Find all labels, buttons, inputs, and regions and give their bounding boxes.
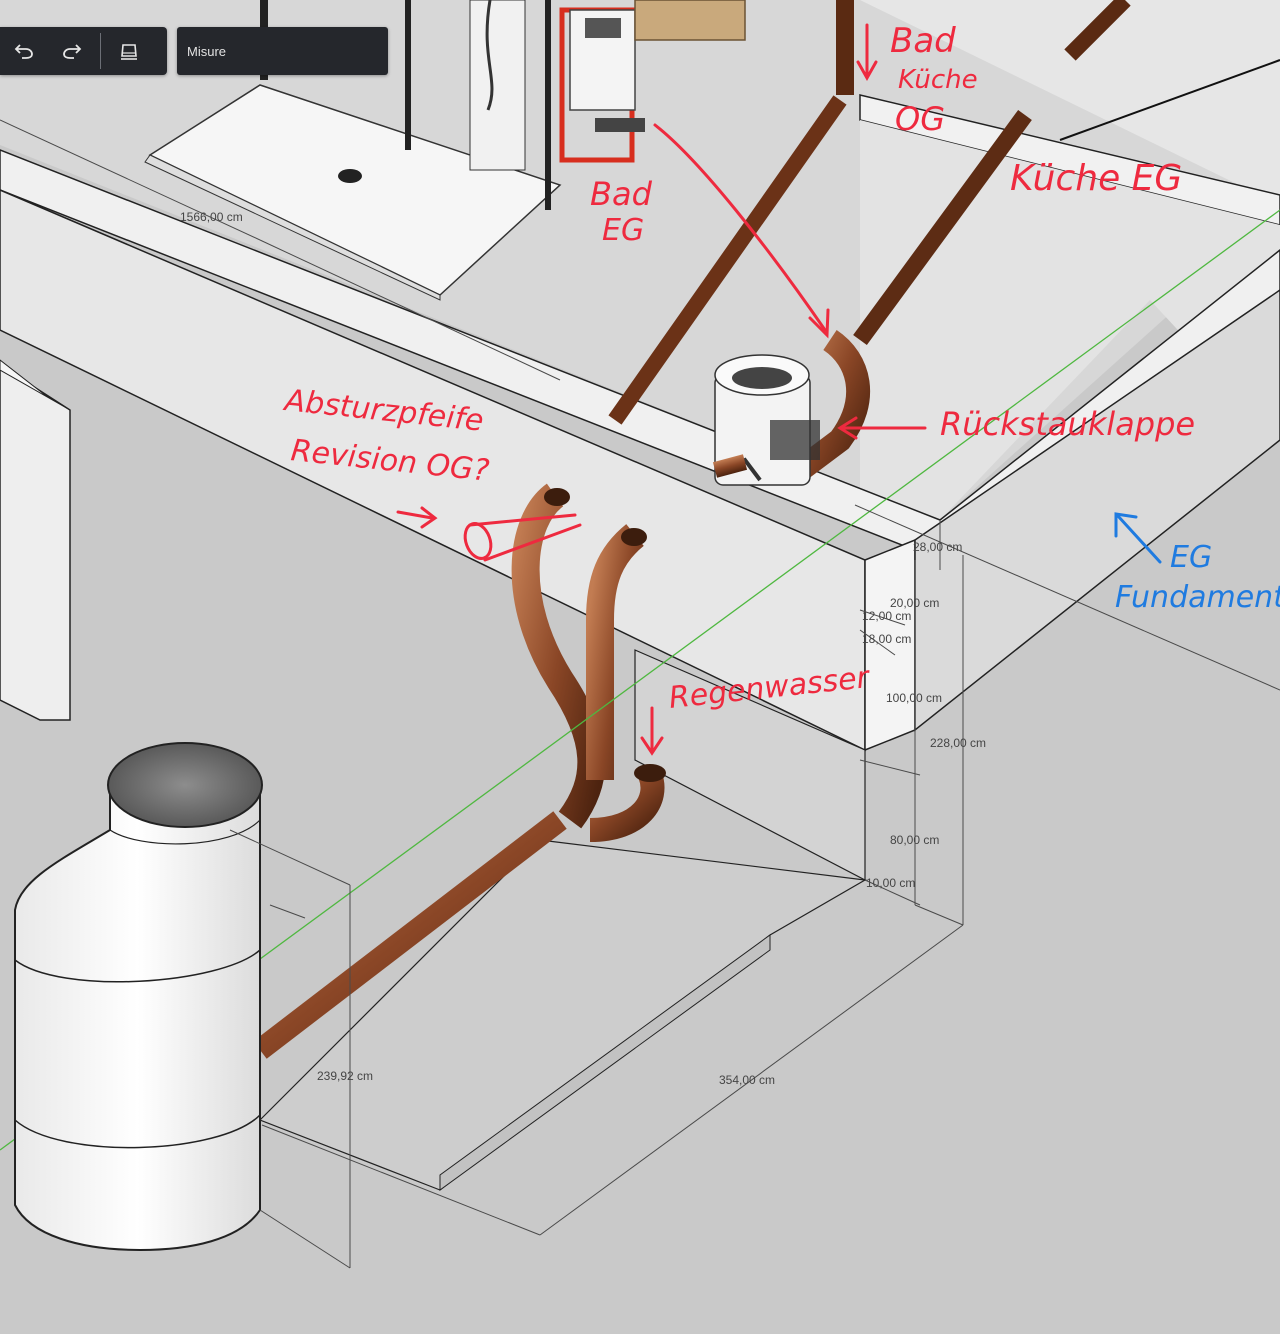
redo-icon	[63, 44, 82, 59]
dim-354: 354,00 cm	[719, 1073, 775, 1087]
pipe-kueche-eg	[853, 109, 1032, 346]
pipe-rain-inlet	[589, 770, 665, 842]
measurements-box[interactable]: Misure	[177, 27, 388, 75]
shower-glass-right	[545, 0, 551, 210]
right-wall-top	[859, 94, 1280, 226]
note-eg-fundamente-1: EG	[1170, 540, 1212, 575]
dim-228: 228,00 cm	[930, 736, 986, 750]
toolbar-separator	[100, 33, 101, 69]
dim-239: 239,92 cm	[317, 1069, 373, 1083]
pipe-fall-right-cap	[621, 528, 647, 546]
wc-flush-plate	[585, 18, 621, 38]
undo-icon	[14, 44, 33, 59]
note-bad-eg-2: EG	[602, 213, 644, 248]
dimension-lines	[0, 119, 1280, 1269]
pipe-fitting-cluster	[792, 330, 871, 480]
pipe-valve-outlet	[712, 454, 748, 478]
dim-1566: 1566,00 cm	[180, 210, 243, 224]
dim-12: 12,00 cm	[862, 609, 911, 623]
foundation-step	[439, 934, 771, 1191]
left-wall-block	[0, 364, 71, 721]
blue-annotation: EG Fundamente	[1115, 540, 1280, 615]
note-eg-fundamente-2: Fundamente	[1115, 580, 1280, 615]
left-wall-top	[0, 359, 71, 411]
note-bad-kueche-og-3: OG	[895, 100, 945, 138]
blue-arrow	[1114, 512, 1162, 564]
pipe-main-collector	[253, 811, 567, 1059]
pipe-rain-cap	[634, 764, 666, 782]
right-strip	[860, 0, 1280, 205]
toolbar	[0, 27, 167, 75]
note-rueckstauklappe: Rückstauklappe	[940, 405, 1195, 443]
shower-tray-side	[144, 154, 441, 301]
eraser-icon	[121, 44, 137, 60]
undo-button[interactable]	[0, 27, 48, 75]
cistern-tank	[14, 742, 263, 1252]
eraser-button[interactable]	[105, 27, 153, 75]
shower-drain-icon	[338, 169, 362, 183]
box	[634, 0, 746, 41]
red-arrows	[396, 23, 927, 756]
dim-100: 100,00 cm	[886, 691, 942, 705]
shower-hose	[485, 0, 494, 111]
note-kueche-eg: Küche EG	[1010, 158, 1182, 199]
right-wall-face	[860, 120, 1280, 520]
dim-10: 10,00 cm	[866, 876, 915, 890]
shower-glass-mid	[405, 0, 411, 150]
note-bad-kueche-og-1: Bad	[890, 21, 956, 61]
dim-80: 80,00 cm	[890, 833, 939, 847]
pipe-fall-left-cap	[544, 488, 570, 506]
note-bad-eg-1: Bad	[590, 175, 653, 213]
dim-28: 28,00 cm	[913, 540, 962, 554]
redo-button[interactable]	[48, 27, 96, 75]
dim-18: 18,00 cm	[862, 632, 911, 646]
pipe-og-diagonal	[608, 95, 847, 425]
note-bad-kueche-og-2: Küche	[898, 65, 978, 95]
edge-line	[1059, 59, 1280, 141]
dim-20: 20,00 cm	[890, 596, 939, 610]
measurements-label: Misure	[187, 43, 227, 59]
shower-frame	[469, 0, 526, 171]
pipe-top-right	[1064, 0, 1131, 61]
